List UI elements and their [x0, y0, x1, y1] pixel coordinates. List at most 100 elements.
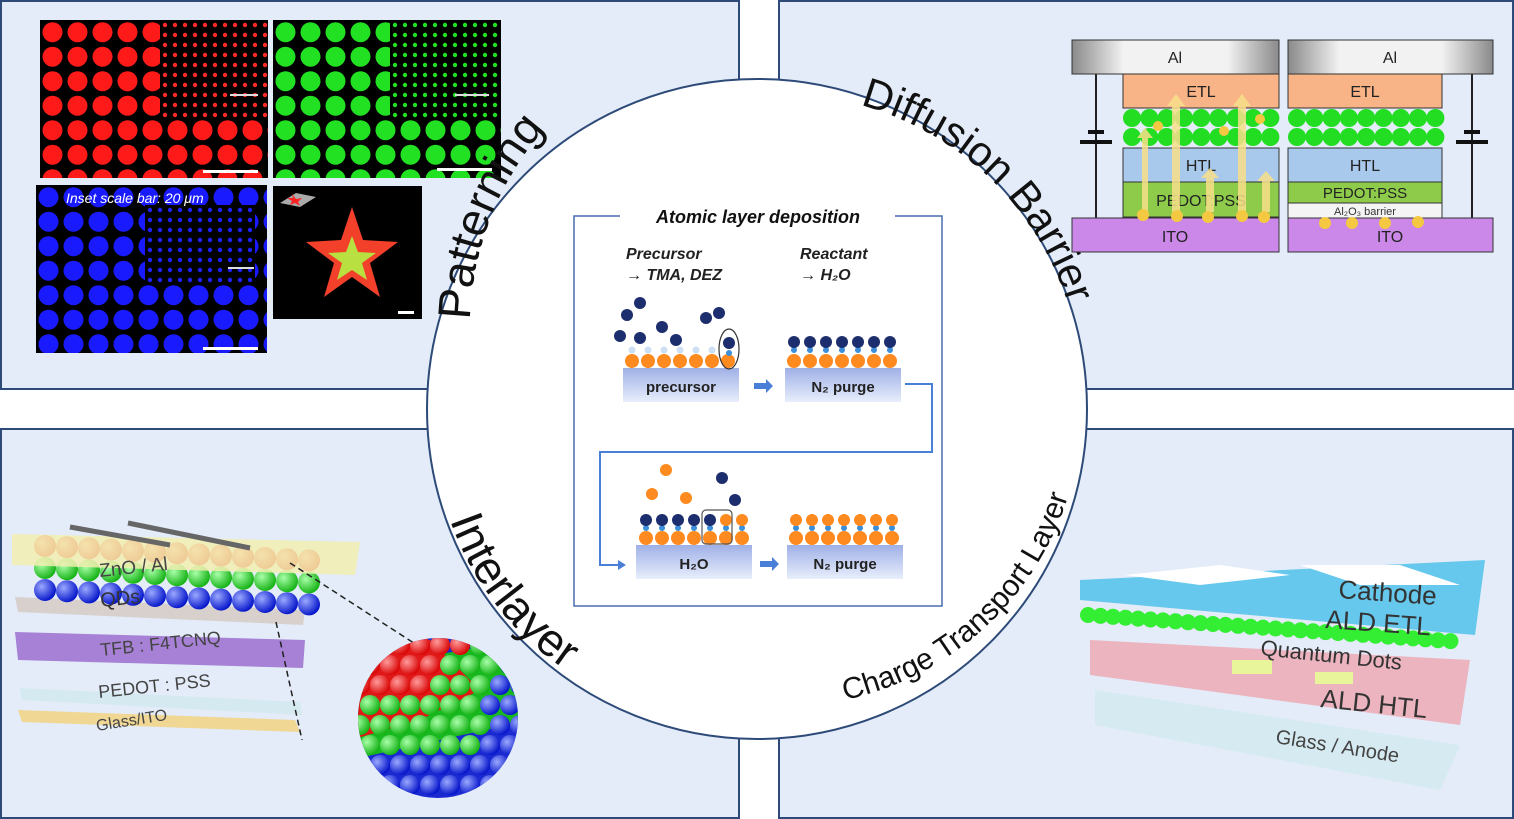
diffusion-arrows [1137, 94, 1275, 212]
quantum-dot [380, 695, 400, 715]
ald-step-h2o: H₂O [636, 464, 752, 579]
quantum-dot [232, 567, 254, 590]
quantum-dot [510, 675, 518, 695]
linker [887, 347, 893, 353]
quantum-dot [1244, 128, 1263, 146]
quantum-dot [500, 775, 518, 795]
quantum-dot [420, 695, 440, 715]
quantum-dot [276, 592, 298, 615]
quantum-dot [370, 638, 390, 655]
hydroxyl-group [736, 514, 748, 526]
metal-ligand [672, 514, 684, 526]
layer-label-qds: QDs [99, 586, 141, 612]
hydroxyl [708, 346, 716, 354]
linker [659, 525, 665, 531]
quantum-dot [400, 655, 420, 675]
quantum-dot [1142, 611, 1159, 628]
quantum-dot [390, 715, 410, 735]
quantum-dot [1305, 109, 1324, 127]
quantum-dot [410, 755, 430, 775]
ald-step-n2-purge-1: N₂ purge [785, 336, 901, 402]
quantum-dot [1192, 109, 1211, 127]
quantum-dot [1157, 109, 1176, 127]
quantum-dot [1367, 627, 1384, 644]
green-dot-array [273, 20, 501, 178]
interlayer-device-illustration: ZnO / Al QDs TFB : F4TCNQ PEDOT : PSS Gl… [12, 520, 421, 741]
layer-ito-label: ITO [1162, 229, 1188, 246]
quantum-dot [1374, 128, 1393, 146]
linker [889, 525, 895, 531]
precursor-value: → TMA, DEZ [626, 267, 723, 284]
surface-atom [869, 531, 883, 545]
quantum-dot [254, 569, 276, 591]
quantum-dot [1130, 610, 1146, 627]
linker [873, 525, 879, 531]
hydroxyl [660, 346, 668, 354]
layer-label-glass-ito: Glass/ITO [95, 707, 168, 735]
quantum-dot [370, 675, 390, 695]
surface-atom [821, 531, 835, 545]
quantum-dot [360, 735, 380, 755]
quantum-dot [1242, 618, 1259, 635]
quantum-dot [460, 695, 480, 715]
hydroxyl-group [838, 514, 850, 526]
quantum-dot [358, 675, 370, 695]
quantum-dot [1305, 128, 1324, 146]
quantum-dot [410, 715, 430, 735]
linker [807, 347, 813, 353]
linker [825, 525, 831, 531]
quantum-dot [440, 695, 460, 715]
surface-atom [867, 354, 881, 368]
quantum-dot [1305, 623, 1321, 640]
quantum-dot [500, 655, 518, 675]
quantum-dot [440, 655, 460, 675]
reactant-value: → H₂O [800, 267, 851, 284]
quantum-dot [144, 585, 166, 607]
star-pattern [273, 186, 422, 319]
quantum-dot [380, 775, 400, 795]
quantum-dot [232, 589, 254, 612]
metal-ligand [704, 514, 716, 526]
surface-atom [853, 531, 867, 545]
layer-al-label: Al [1168, 50, 1182, 67]
quantum-dot [1209, 109, 1228, 127]
layer-al-label: Al [1383, 50, 1397, 67]
quantum-dot [1192, 128, 1211, 146]
quantum-dot [1123, 109, 1141, 127]
quantum-dot [430, 715, 450, 735]
quantum-dot [1105, 608, 1121, 625]
surface-atom [689, 354, 703, 368]
linker [739, 525, 745, 531]
surface-atom [673, 354, 687, 368]
ctl-device-illustration: Cathode ALD ETL Quantum Dots ALD HTL Gla… [1080, 560, 1485, 790]
quantum-dot [1391, 128, 1410, 146]
surface-atom [625, 354, 639, 368]
quantum-dot [1391, 109, 1410, 127]
precursor-molecule [700, 312, 712, 324]
quantum-dot [470, 755, 490, 775]
quantum-dot [400, 695, 420, 715]
surface-atom [721, 354, 735, 368]
quantum-dot [380, 735, 400, 755]
quantum-dot [510, 755, 518, 775]
quantum-dot [1267, 620, 1284, 637]
quantum-dot [1117, 609, 1134, 626]
quantum-dot [360, 695, 380, 715]
quantum-dot [360, 775, 380, 795]
flow-arrow [760, 557, 779, 571]
precursor-molecule [634, 332, 646, 344]
quantum-dot [1442, 633, 1459, 650]
flow-arrow [618, 560, 626, 570]
quantum-dot [1140, 109, 1159, 127]
layer-ito-label: ITO [1377, 229, 1403, 246]
reactant-molecule [660, 464, 672, 476]
hydroxyl-group [822, 514, 834, 526]
precursor-label: Precursor [626, 246, 702, 263]
metal-ligand [788, 336, 800, 348]
surface-atom [639, 531, 653, 545]
linker [791, 347, 797, 353]
blue-dot-array: Inset scale bar: 20 μm [36, 185, 267, 353]
quantum-dot [210, 566, 232, 589]
linker [723, 525, 729, 531]
quantum-dot [430, 755, 450, 775]
